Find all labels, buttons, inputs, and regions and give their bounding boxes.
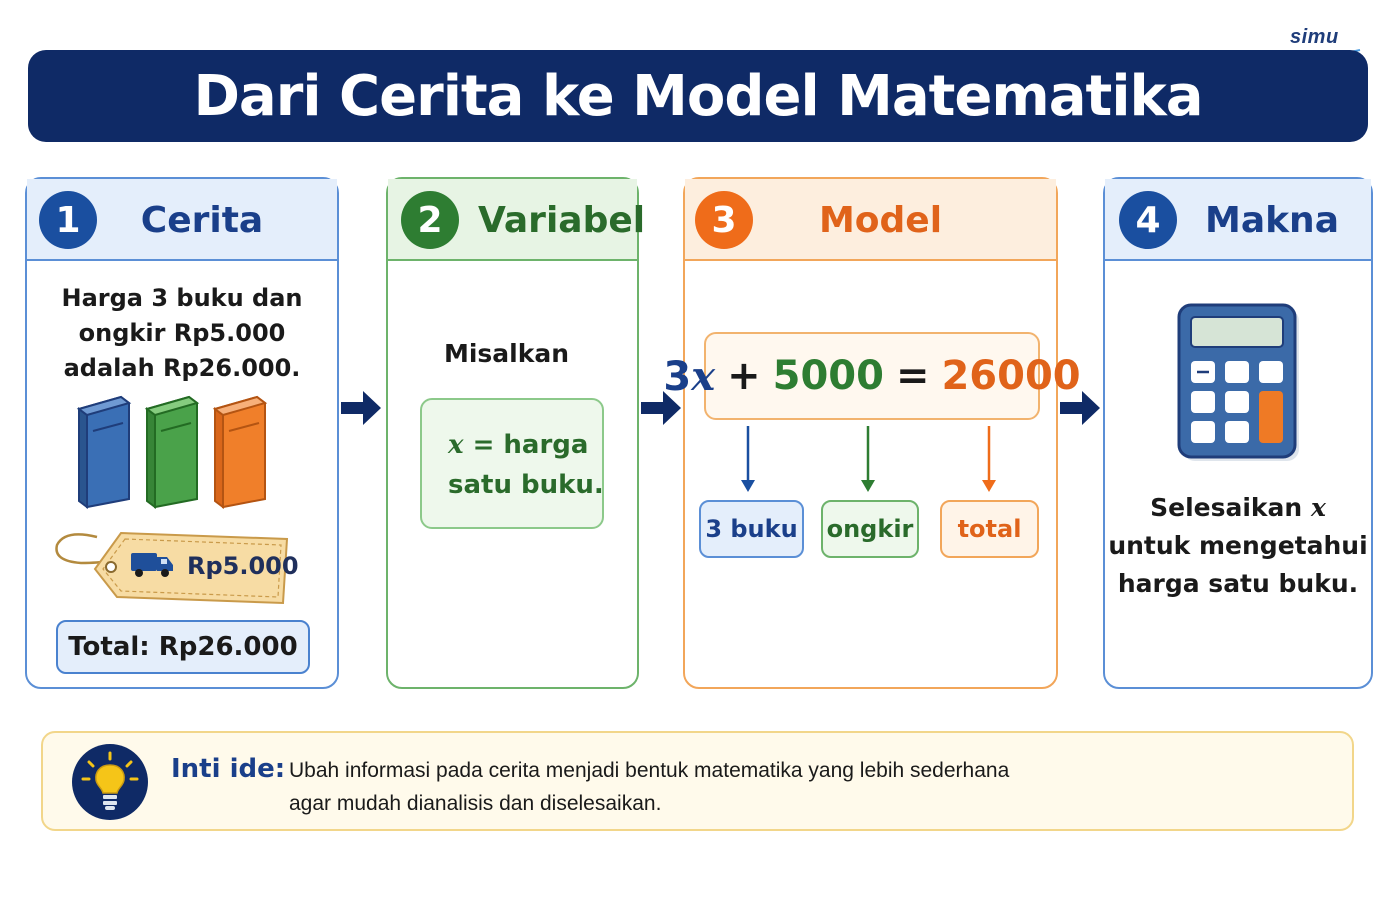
variable-symbol: x [1310,493,1326,522]
step-card-story: 1 Cerita Harga 3 buku dan ongkir Rp5.000… [25,177,339,689]
definition-text: = harga [472,430,589,460]
equation-constant: 5000 [772,353,884,399]
mapping-arrows [741,426,996,492]
equals-sign: = [895,353,930,399]
equation-term-coefficient: 3x [663,353,715,400]
variable-definition-line: x = harga [448,430,588,460]
book-icon [76,395,132,509]
variable-symbol: x [448,430,464,460]
card-title: Makna [1205,199,1339,241]
card-header: 1 Cerita [27,179,337,261]
arrow-right-icon [341,391,381,425]
key-idea-text: Ubah informasi pada cerita menjadi bentu… [289,754,1189,820]
calculator-icon [1177,303,1299,461]
story-text: Harga 3 buku dan ongkir Rp5.000 adalah R… [27,281,337,386]
equation-box: 3x + 5000 = 26000 [663,332,1081,420]
step-number-badge: 1 [39,191,97,249]
label-total: total [940,500,1039,558]
key-idea-label: Inti ide: [171,754,286,784]
arrow-down-icon [741,426,755,492]
key-idea-line: Ubah informasi pada cerita menjadi bentu… [289,759,1010,782]
lightbulb-icon [72,744,148,820]
price-tag-icon [55,531,289,605]
step-card-model: 3 Model 3x + 5000 = 26000 3 buku ongkir … [663,177,1081,689]
step-number-badge: 2 [401,191,459,249]
total-box: Total: Rp26.000 [56,620,310,674]
lead-text: Misalkan [443,339,570,368]
step-number-badge: 4 [1119,191,1177,249]
story-line: ongkir Rp5.000 [78,319,286,347]
logo-text: simu [1290,26,1339,48]
title-banner: Dari Cerita ke Model Matematika [28,50,1368,142]
meaning-line: harga satu buku. [1117,569,1359,598]
arrow-right-icon [641,391,681,425]
shipping-cost-label: Rp5.000 [187,552,299,580]
meaning-text: Selesaikan x untuk mengetahui harga satu… [1105,489,1371,603]
delivery-truck-icon [131,553,173,577]
arrow-right-icon [1060,391,1100,425]
page-title: Dari Cerita ke Model Matematika [193,63,1203,129]
step-number-badge: 3 [695,191,753,249]
card-header: 3 Model [685,179,1056,261]
coefficient: 3 [663,353,692,400]
step-card-meaning: 4 Makna Selesaikan x untuk mengetahui ha… [1103,177,1373,689]
key-idea-line: agar mudah dianalisis dan diselesaikan. [289,792,662,815]
meaning-prefix: Selesaikan [1150,493,1303,522]
variable-definition-box: x = harga satu buku. [420,398,604,529]
meaning-line: Selesaikan x [1105,489,1371,527]
meaning-line: untuk mengetahui [1108,531,1368,560]
card-title: Model [818,199,943,241]
label-shipping: ongkir [821,500,919,558]
key-idea-box: Inti ide: Ubah informasi pada cerita men… [41,731,1354,831]
definition-text: satu buku. [448,470,604,500]
step-card-variable: 2 Variabel Misalkan x = harga satu buku. [386,177,645,689]
label-books: 3 buku [699,500,804,558]
arrow-down-icon [982,426,996,492]
equation-result: 26000 [941,353,1081,399]
variable-symbol: x [691,352,716,400]
arrow-down-icon [861,426,875,492]
book-icon [212,395,268,509]
book-icon [144,395,200,509]
books-illustration [76,395,268,509]
plus-sign: + [727,353,761,399]
card-header: 2 Variabel [388,179,645,261]
card-title: Cerita [140,199,264,241]
card-header: 4 Makna [1105,179,1371,261]
story-line: adalah Rp26.000. [63,354,301,382]
story-line: Harga 3 buku dan [61,284,303,312]
card-title: Variabel [478,199,646,241]
